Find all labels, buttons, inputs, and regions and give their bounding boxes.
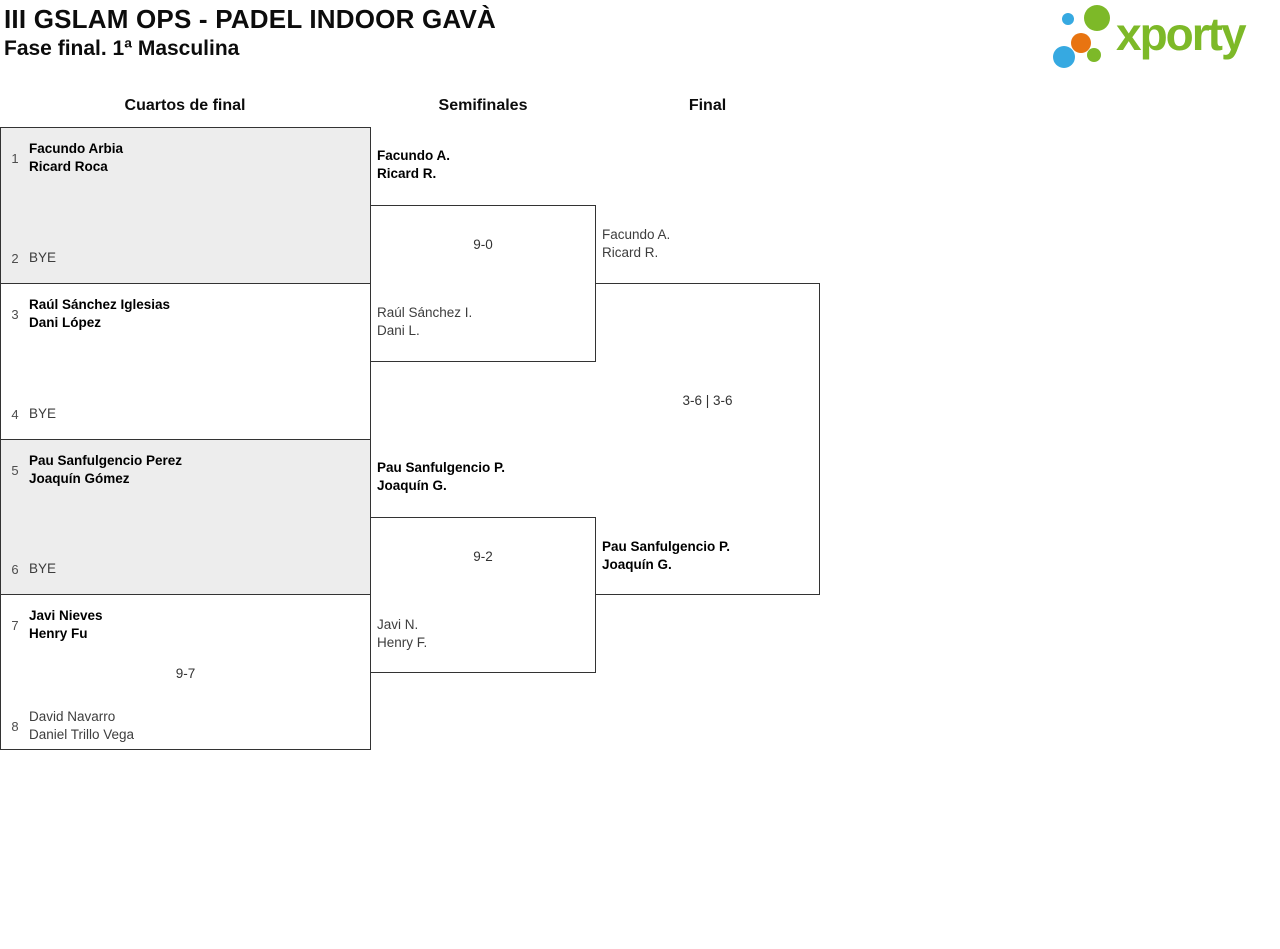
qf2-team-bottom: 4 BYE xyxy=(7,405,56,423)
team-names: BYE xyxy=(29,249,56,267)
player-name: BYE xyxy=(29,406,57,421)
player-name: Henry F. xyxy=(377,635,428,650)
qf3-team-top: 5 Pau Sanfulgencio Perez Joaquín Gómez xyxy=(7,452,182,488)
sf1-team-bottom: Raúl Sánchez I. Dani L. xyxy=(377,304,472,340)
team-names: BYE xyxy=(29,560,56,578)
player-name: Facundo A. xyxy=(602,227,671,242)
match-score: 3-6 | 3-6 xyxy=(682,393,733,408)
final-match-box xyxy=(595,283,820,595)
logo-dot-orange-icon xyxy=(1071,33,1091,53)
player-name: Javi N. xyxy=(377,617,419,632)
seed-number: 2 xyxy=(11,250,19,266)
qf3-team-bottom: 6 BYE xyxy=(7,560,56,578)
match-score: 9-7 xyxy=(175,666,196,681)
player-name: Joaquín G. xyxy=(377,478,447,493)
player-name: Facundo A. xyxy=(377,148,450,163)
player-name: Pau Sanfulgencio Perez xyxy=(29,453,183,468)
logo-dot-blue-large-icon xyxy=(1053,46,1075,68)
qf4-team-bottom: 8 David Navarro Daniel Trillo Vega xyxy=(7,708,134,744)
qf2-team-top: 3 Raúl Sánchez Iglesias Dani López xyxy=(7,296,170,332)
logo-dot-green-large-icon xyxy=(1084,5,1110,31)
player-name: Javi Nieves xyxy=(29,608,103,623)
xporty-logo[interactable]: xporty xyxy=(1050,0,1280,82)
quarterfinal-match-3: 5 Pau Sanfulgencio Perez Joaquín Gómez 6… xyxy=(0,439,371,595)
final-team-bottom: Pau Sanfulgencio P. Joaquín G. xyxy=(602,538,730,574)
team-names: Javi Nieves Henry Fu xyxy=(29,607,103,643)
match-score: 9-0 xyxy=(473,237,493,252)
seed-number: 5 xyxy=(11,462,19,478)
player-name: Raúl Sánchez Iglesias xyxy=(29,297,171,312)
logo-wordmark: xporty xyxy=(1116,8,1247,60)
category-subtitle: Fase final. 1ª Masculina xyxy=(4,37,240,60)
player-name: David Navarro xyxy=(29,709,116,724)
player-name: Joaquín Gómez xyxy=(29,471,130,486)
logo-dot-green-small-icon xyxy=(1087,48,1101,62)
round-header-final: Final xyxy=(688,97,727,114)
player-name: Dani López xyxy=(29,315,102,330)
sf1-team-top: Facundo A. Ricard R. xyxy=(377,147,450,183)
player-name: Henry Fu xyxy=(29,626,88,641)
seed-number: 6 xyxy=(11,561,19,577)
semifinal-match-2-box xyxy=(370,517,596,673)
qf4-team-top: 7 Javi Nieves Henry Fu xyxy=(7,607,103,643)
logo-dot-blue-small-icon xyxy=(1062,13,1074,25)
player-name: Pau Sanfulgencio P. xyxy=(377,460,506,475)
team-names: David Navarro Daniel Trillo Vega xyxy=(29,708,134,744)
team-names: BYE xyxy=(29,405,56,423)
quarterfinal-match-1: 1 Facundo Arbia Ricard Roca 2 BYE xyxy=(0,127,371,284)
sf2-team-top: Pau Sanfulgencio P. Joaquín G. xyxy=(377,459,505,495)
player-name: Ricard R. xyxy=(602,245,659,260)
sf2-team-bottom: Javi N. Henry F. xyxy=(377,616,427,652)
player-name: Raúl Sánchez I. xyxy=(377,305,473,320)
quarterfinal-match-2: 3 Raúl Sánchez Iglesias Dani López 4 BYE xyxy=(0,283,371,440)
seed-number: 4 xyxy=(11,406,19,422)
round-header-cuartos-de-final: Cuartos de final xyxy=(124,97,246,114)
team-names: Pau Sanfulgencio Perez Joaquín Gómez xyxy=(29,452,182,488)
team-names: Raúl Sánchez Iglesias Dani López xyxy=(29,296,170,332)
quarterfinal-match-4: 7 Javi Nieves Henry Fu 9-7 8 David Navar… xyxy=(0,594,371,750)
match-score: 9-2 xyxy=(473,549,493,564)
player-name: Daniel Trillo Vega xyxy=(29,727,135,742)
seed-number: 7 xyxy=(11,617,19,633)
player-name: Ricard R. xyxy=(377,166,437,181)
player-name: Joaquín G. xyxy=(602,557,672,572)
qf1-team-top: 1 Facundo Arbia Ricard Roca xyxy=(7,140,123,176)
round-header-semifinales: Semifinales xyxy=(438,97,528,114)
seed-number: 1 xyxy=(11,150,19,166)
player-name: BYE xyxy=(29,250,57,265)
player-name: Ricard Roca xyxy=(29,159,108,174)
final-team-top: Facundo A. Ricard R. xyxy=(602,226,670,262)
seed-number: 3 xyxy=(11,306,19,322)
qf1-team-bottom: 2 BYE xyxy=(7,249,56,267)
tournament-title: III GSLAM OPS - PADEL INDOOR GAVÀ xyxy=(4,4,496,34)
player-name: Dani L. xyxy=(377,323,420,338)
seed-number: 8 xyxy=(11,718,19,734)
player-name: BYE xyxy=(29,561,57,576)
player-name: Pau Sanfulgencio P. xyxy=(602,539,731,554)
player-name: Facundo Arbia xyxy=(29,141,124,156)
team-names: Facundo Arbia Ricard Roca xyxy=(29,140,123,176)
